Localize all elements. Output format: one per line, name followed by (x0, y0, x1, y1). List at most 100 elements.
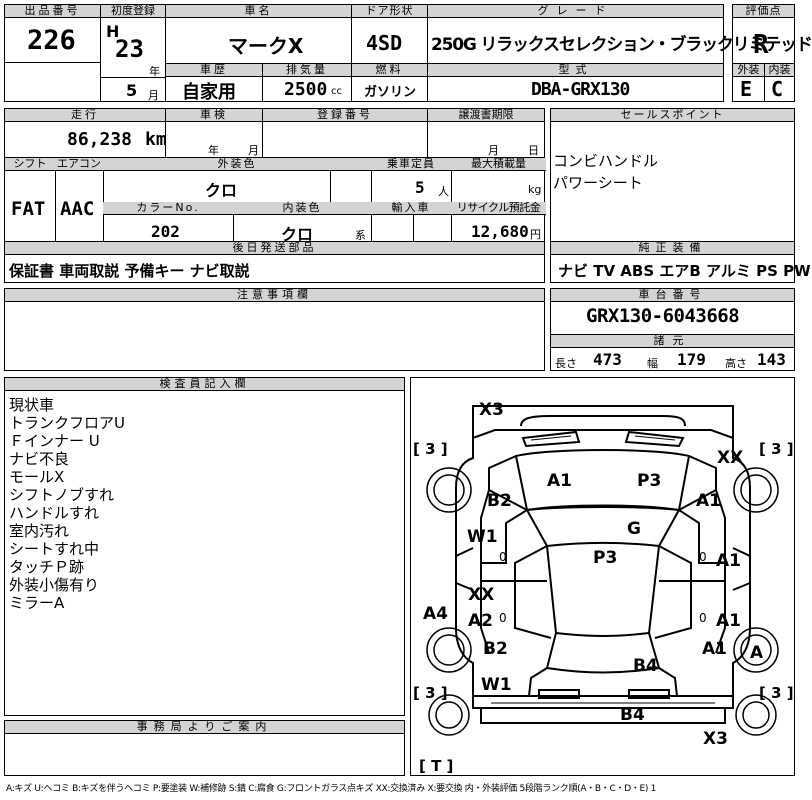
history-box: 車歴 自家用 (165, 63, 263, 103)
mark-a1-right-door-rear: A1 (716, 611, 741, 631)
tire-fr: [ 3 ] (759, 440, 794, 458)
sales-point-1: コンビハンドル (553, 152, 659, 170)
inspector-box: 検査員記入欄 現状車 トランクフロアU Ｆインナー U ナビ不良 モールX シフ… (4, 377, 405, 716)
mark-w1-left: W1 (467, 527, 498, 547)
mark-b4-rear: B4 (620, 705, 645, 725)
note: Ｆインナー U (9, 432, 100, 450)
model-box: 型式 DBA-GRX130 (427, 63, 724, 102)
grade-box: グレード 250G リラックスセレクション・ブラックリミテッド (427, 4, 812, 64)
office-box: 事務局よりご案内 (4, 720, 405, 776)
chassis-number: GRX130-6043668 (586, 305, 740, 327)
int-box: 内装 C (764, 63, 795, 102)
note: シフトノブすれ (9, 486, 115, 504)
inspector-label: 検査員記入欄 (5, 378, 404, 391)
specs-label: 諸元 (551, 334, 794, 348)
note: 現状車 (9, 396, 55, 414)
displacement-box: 排気量 2500 cc (262, 63, 352, 102)
tire-rr: [ 3 ] (759, 684, 794, 702)
mileage: 86,238 (67, 129, 133, 150)
later-parts-label: 後日発送部品 (5, 242, 544, 255)
tire-icons (426, 467, 779, 736)
shift-label: シフト (5, 158, 56, 171)
mark-xx-front-right: XX (717, 448, 744, 468)
length: 473 (593, 350, 622, 369)
history: 自家用 (182, 82, 236, 103)
note: ミラーA (9, 594, 65, 612)
length-label: 長さ (555, 357, 577, 370)
door-box: ドア形状 4SD (351, 4, 428, 64)
car-name-label: 車名 (166, 5, 351, 18)
mark-x3-top: X3 (479, 400, 504, 420)
capacity: 5 (415, 178, 425, 197)
mark-b2-rear-left: B2 (483, 639, 508, 659)
width: 179 (677, 350, 706, 369)
first-registration-label: 初度登録 (101, 5, 165, 18)
mark-b4-trunk: B4 (633, 656, 658, 676)
handle-mark: 0 (699, 550, 707, 564)
grade: 250G リラックスセレクション・ブラックリミテッド (431, 35, 812, 55)
sales-point-2: パワーシート (553, 174, 643, 192)
recycle-unit: 円 (530, 228, 541, 241)
reg-month: 5 (126, 81, 138, 100)
note: モールX (9, 468, 65, 486)
later-parts: 保証書 車両取説 予備キー ナビ取説 (9, 262, 250, 280)
handle-mark: 0 (499, 550, 507, 564)
transfer-label: 譲渡書期限 (428, 109, 544, 122)
displacement-unit: cc (331, 86, 342, 97)
transfer-day-unit: 日 (528, 144, 539, 157)
score-label: 評価点 (733, 5, 794, 18)
ext-box: 外装 E (732, 63, 765, 102)
capacity-label: 乗車定員 (371, 158, 452, 171)
equipment-label: 純正装備 (551, 242, 794, 255)
year-unit: 年 (149, 65, 160, 78)
ac-label: エアコン (55, 158, 104, 171)
door-type: 4SD (366, 31, 403, 55)
tire-fl: [ 3 ] (413, 440, 448, 458)
load-unit: kg (528, 183, 542, 196)
fuel: ガソリン (364, 85, 417, 100)
color-no: 202 (151, 222, 180, 241)
mileage-box: 走行 86,238 km (4, 108, 167, 158)
inspection-month-unit: 月 (248, 144, 259, 157)
mark-a1-right-door-front: A1 (716, 551, 741, 571)
note: 外装小傷有り (9, 576, 100, 594)
chassis-label: 車台番号 (551, 289, 794, 302)
score: R (753, 30, 769, 60)
mileage-label: 走行 (5, 109, 165, 122)
car-name-box: 車名 マークX (165, 4, 352, 64)
mark-b2-left: B2 (487, 491, 512, 511)
later-parts-box: 後日発送部品 保証書 車両取説 予備キー ナビ取説 (4, 241, 545, 283)
handle-mark: 0 (699, 611, 707, 625)
sales-point-box: セールスポイント コンビハンドル パワーシート (550, 108, 795, 242)
fuel-box: 燃料 ガソリン (351, 63, 428, 102)
chassis-box: 車台番号 GRX130-6043668 諸元 長さ 473 幅 179 高さ 1… (550, 288, 795, 371)
note: トランクフロアU (9, 414, 125, 432)
note: ハンドルすれ (9, 504, 100, 522)
capacity-unit: 人 (438, 185, 449, 198)
caution-label: 注意事項欄 (5, 289, 544, 302)
mileage-unit: km (145, 129, 167, 150)
width-label: 幅 (647, 357, 658, 370)
note: シートすれ中 (9, 540, 100, 558)
sales-point-label: セールスポイント (551, 109, 794, 122)
regno-box: 登録番号 (262, 108, 428, 158)
mark-x3-bottom: X3 (703, 729, 728, 749)
interior-color: クロ (281, 225, 314, 244)
mark-a1-rear-right: A1 (702, 639, 727, 659)
mark-g-glass: G (627, 519, 641, 539)
color-label: 外装色 (103, 158, 372, 171)
car-name: マークX (228, 34, 304, 58)
legend: A:キズ U:ヘコミ B:キズを伴うヘコミ P:要塗装 W:補修跡 S:錆 C:… (6, 784, 657, 794)
fuel-label: 燃料 (352, 64, 427, 77)
ext-score: E (740, 77, 753, 101)
transfer-box: 譲渡書期限 月 日 (427, 108, 545, 158)
interior-color-label: 内装色 (233, 202, 372, 215)
lot-number: 226 (27, 25, 76, 56)
lot-label: 出品番号 (5, 5, 100, 18)
inspection-year-unit: 年 (208, 144, 219, 157)
spec-block: シフト FAT エアコン AAC 外装色 クロ 乗車定員 5 人 最大積載量 k… (4, 157, 546, 244)
note: タッチＰ跡 (9, 558, 85, 576)
recycle-label: リサイクル預託金 (451, 202, 546, 215)
ext-label: 外装 (733, 64, 764, 77)
tire-rl: [ 3 ] (413, 684, 448, 702)
